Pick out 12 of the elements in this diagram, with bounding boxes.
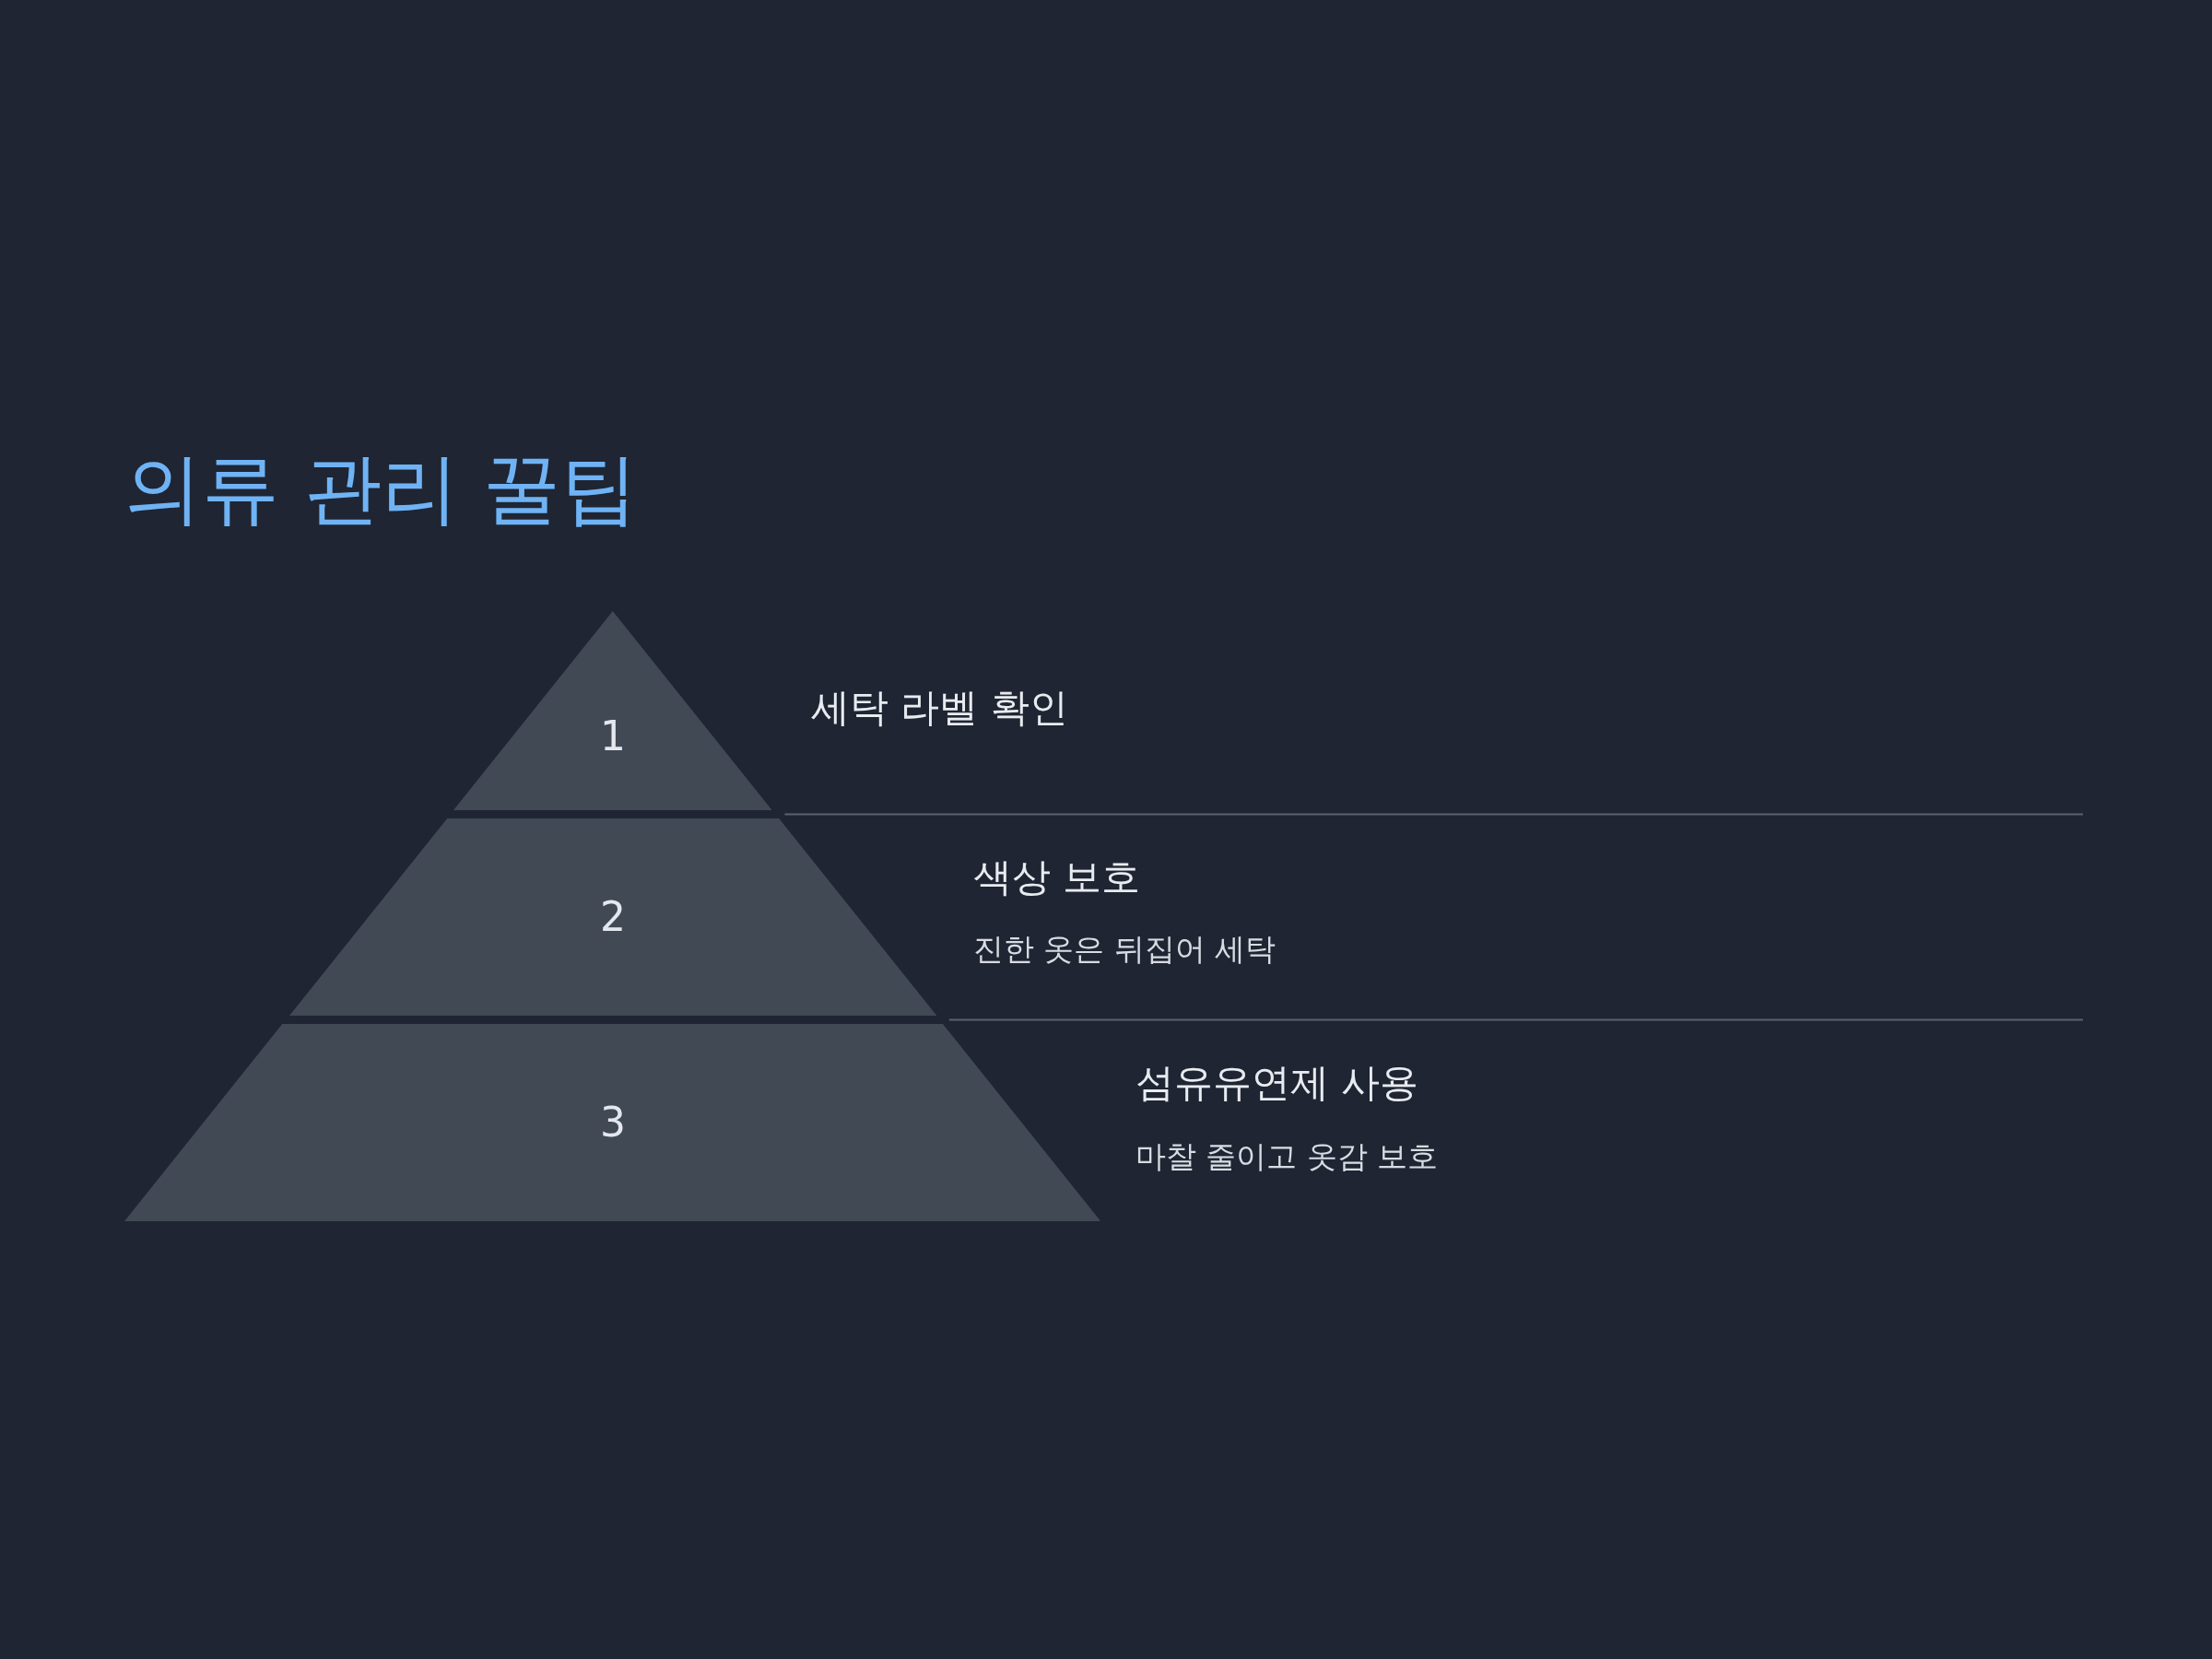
tier-number: 3 (600, 1100, 626, 1146)
tier-heading: 색상 보호 (973, 854, 1141, 901)
tier-number: 2 (600, 894, 626, 940)
pyramid-tier (453, 611, 772, 810)
tier-description: 진한 옷은 뒤집어 세탁 (973, 931, 1277, 968)
tier-heading: 세탁 라벨 확인 (811, 685, 1068, 732)
tier-description: 마찰 줄이고 옷감 보호 (1135, 1138, 1439, 1175)
pyramid-tier (124, 1024, 1101, 1221)
title: 의류 관리 꿀팁 (124, 442, 639, 535)
pyramid-tier (288, 818, 937, 1016)
tier-number: 1 (600, 713, 626, 759)
tier-heading: 섬유유연제 사용 (1135, 1060, 1419, 1107)
